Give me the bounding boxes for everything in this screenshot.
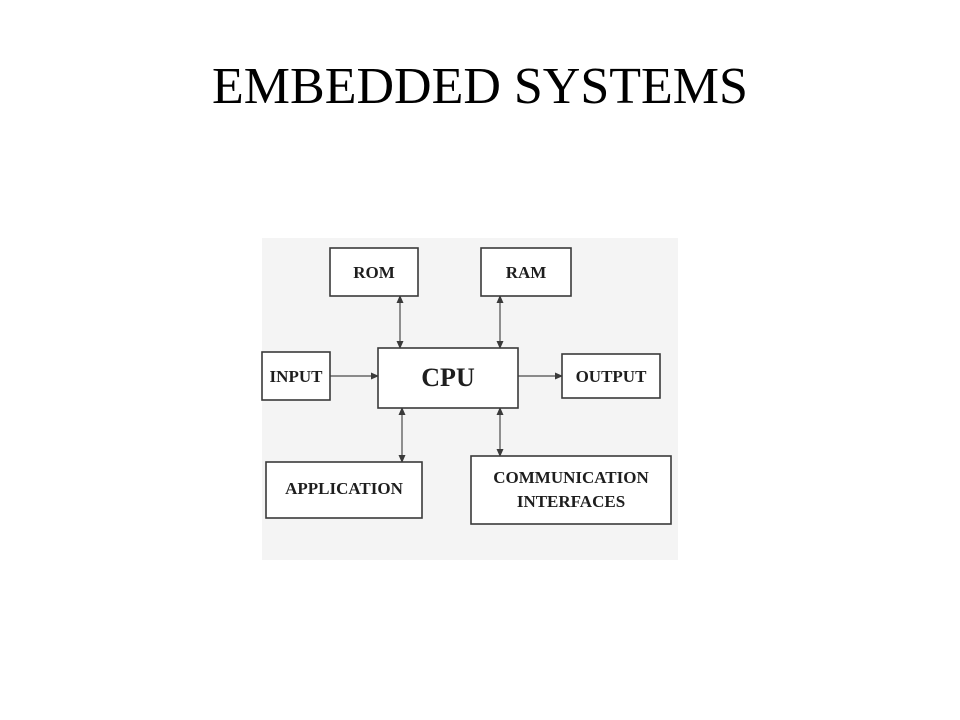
node-communication-label-line1: COMMUNICATION [493,468,649,487]
node-input: INPUT [261,351,331,401]
node-communication-label-line2: INTERFACES [517,492,625,511]
slide-title: EMBEDDED SYSTEMS [212,58,748,115]
node-cpu: CPU [377,347,519,409]
node-application-label: APPLICATION [285,479,403,498]
node-input-label: INPUT [270,367,324,386]
node-rom: ROM [329,247,419,297]
node-output: OUTPUT [561,353,661,399]
node-cpu-label: CPU [421,363,475,392]
node-application: APPLICATION [265,461,423,519]
node-rom-label: ROM [353,263,395,282]
node-ram-label: RAM [506,263,547,282]
node-output-label: OUTPUT [576,367,648,386]
node-communication-interfaces: COMMUNICATION INTERFACES [470,455,672,525]
node-ram: RAM [480,247,572,297]
